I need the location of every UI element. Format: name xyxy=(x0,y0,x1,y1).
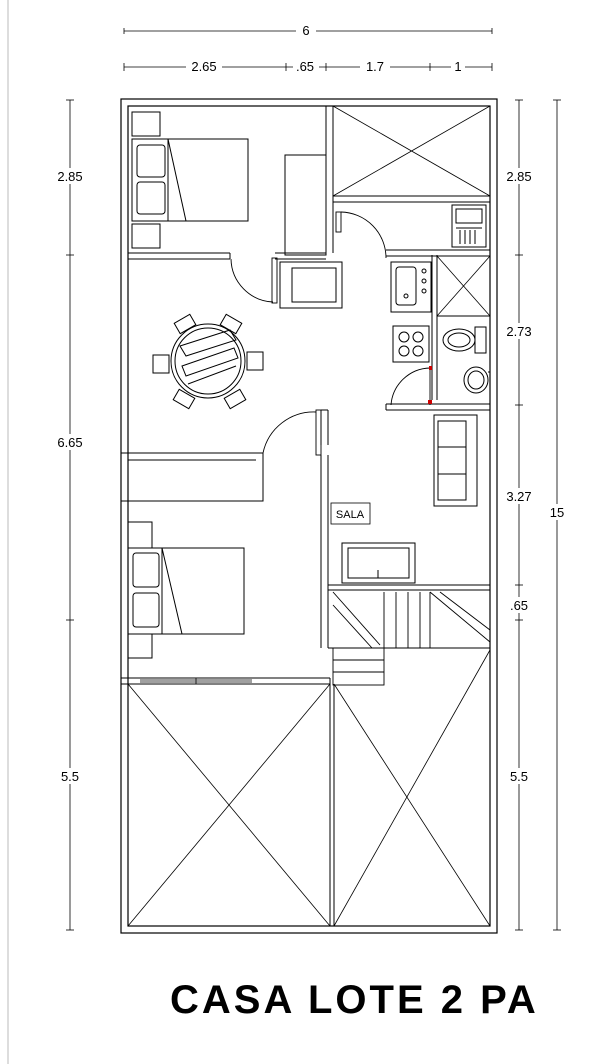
bed-top xyxy=(131,111,249,249)
shower xyxy=(436,255,491,317)
room-label-sala: SALA xyxy=(336,509,365,521)
patio-void xyxy=(332,105,491,197)
kitchen-stove xyxy=(392,325,430,363)
bed-bottom xyxy=(127,521,245,659)
dim-top-part-2: .65 xyxy=(296,59,314,74)
dim-right-2: 2.73 xyxy=(506,324,531,339)
dimension-lines xyxy=(66,28,561,931)
exterior-walls xyxy=(120,98,498,934)
door-markers xyxy=(428,366,432,404)
doors xyxy=(230,211,431,456)
dim-left-2: 6.65 xyxy=(57,435,82,450)
stairs xyxy=(332,591,491,686)
dimension-labels: 6 2.65 .65 1.7 1 2.85 6.65 5.5 2.85 2.73… xyxy=(50,22,570,784)
front-void-left xyxy=(127,683,331,927)
toilet xyxy=(442,326,487,354)
front-void-right xyxy=(333,649,491,927)
dim-right-1: 2.85 xyxy=(506,169,531,184)
desk-chair xyxy=(279,261,343,309)
dim-right-4: .65 xyxy=(510,598,528,613)
dim-left-3: 5.5 xyxy=(61,769,79,784)
dim-right-5: 5.5 xyxy=(510,769,528,784)
front-window xyxy=(140,678,252,684)
loveseat xyxy=(341,542,416,584)
dim-left-1: 2.85 xyxy=(57,169,82,184)
lavatory xyxy=(463,366,490,394)
dim-right-total: 15 xyxy=(550,505,564,520)
dim-top-part-4: 1 xyxy=(454,59,461,74)
dim-top-total: 6 xyxy=(302,23,309,38)
interior-walls xyxy=(120,106,490,926)
kitchen-sink xyxy=(390,261,432,313)
dim-top-part-1: 2.65 xyxy=(191,59,216,74)
plan-title: CASA LOTE 2 PA xyxy=(170,978,539,1022)
dim-top-part-3: 1.7 xyxy=(366,59,384,74)
sofa xyxy=(433,414,478,507)
dim-right-3: 3.27 xyxy=(506,489,531,504)
utility-sink xyxy=(451,204,487,248)
sala-label-box: SALA xyxy=(330,502,371,525)
dining-table xyxy=(152,313,264,410)
